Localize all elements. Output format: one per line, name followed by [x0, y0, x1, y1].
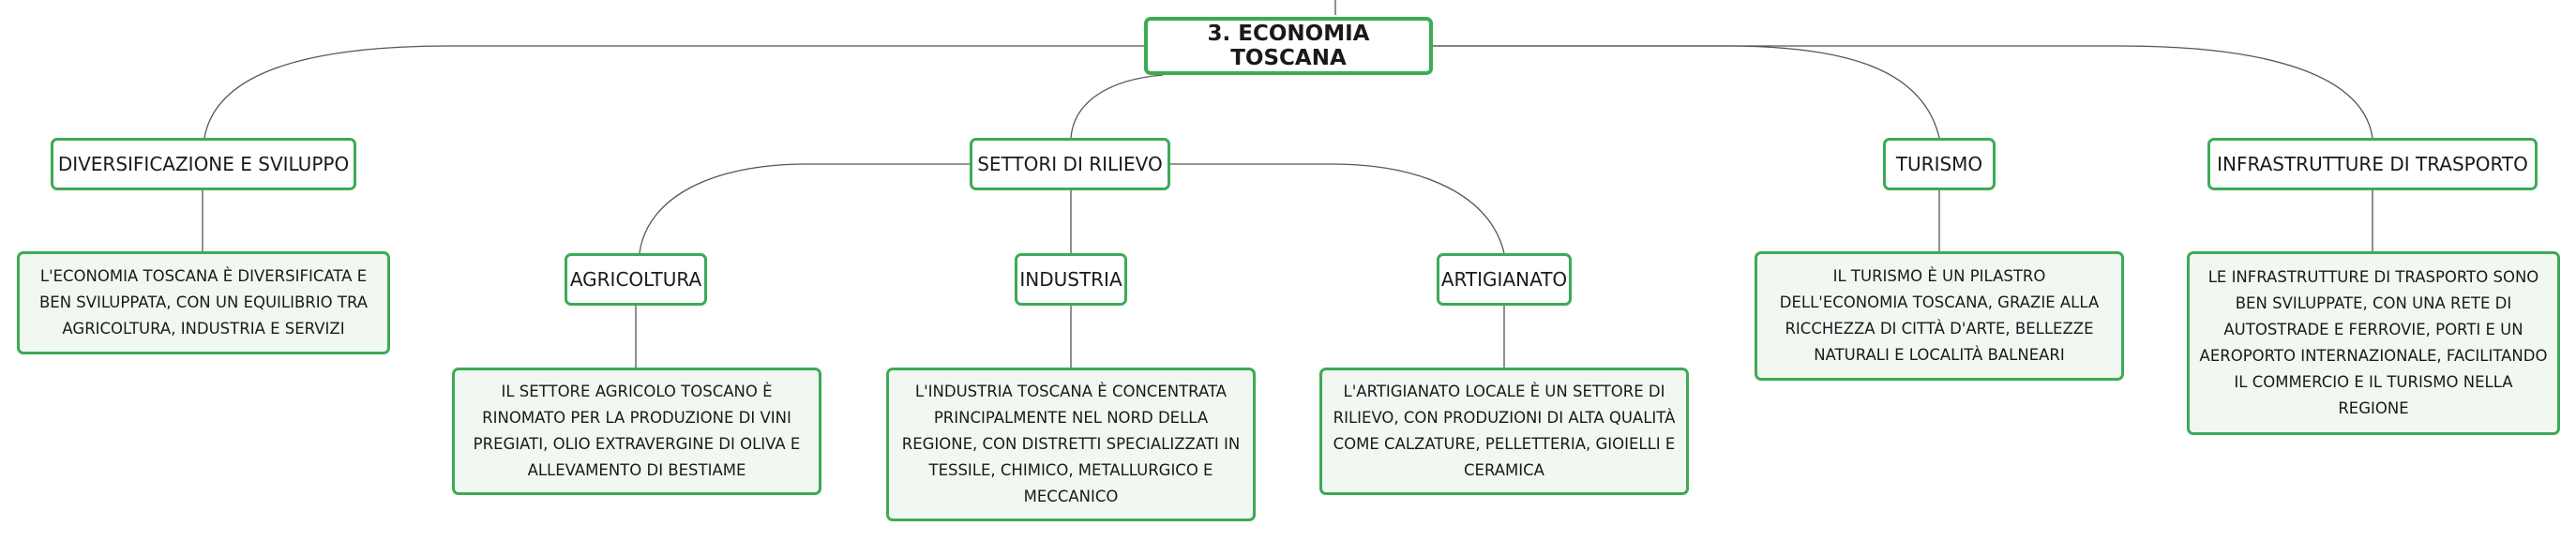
note-agricoltura[interactable]: IL SETTORE AGRICOLO TOSCANO È RINOMATO P…	[452, 368, 821, 495]
connector-line	[1170, 163, 1505, 254]
note-infrastrutture[interactable]: LE INFRASTRUTTURE DI TRASPORTO SONO BEN …	[2187, 251, 2560, 435]
connector-line	[1433, 45, 1940, 139]
topic-settori-di-rilievo[interactable]: SETTORI DI RILIEVO	[970, 138, 1170, 190]
topic-industria[interactable]: INDUSTRIA	[1015, 253, 1127, 306]
connector-line	[203, 45, 1146, 139]
topic-artigianato[interactable]: ARTIGIANATO	[1437, 253, 1572, 306]
note-turismo[interactable]: IL TURISMO È UN PILASTRO DELL'ECONOMIA T…	[1755, 251, 2124, 381]
note-industria[interactable]: L'INDUSTRIA TOSCANA È CONCENTRATA PRINCI…	[886, 368, 1256, 521]
connector-line	[1433, 45, 2373, 139]
topic-infrastrutture-di-trasporto[interactable]: INFRASTRUTTURE DI TRASPORTO	[2207, 138, 2538, 190]
root-node[interactable]: 3. ECONOMIA TOSCANA	[1144, 17, 1433, 75]
note-artigianato[interactable]: L'ARTIGIANATO LOCALE È UN SETTORE DI RIL…	[1319, 368, 1689, 495]
connector-line	[1070, 74, 1164, 139]
topic-diversificazione-e-sviluppo[interactable]: DIVERSIFICAZIONE E SVILUPPO	[51, 138, 356, 190]
connector-line	[639, 163, 970, 254]
note-diversificazione[interactable]: L'ECONOMIA TOSCANA È DIVERSIFICATA E BEN…	[17, 251, 390, 354]
topic-turismo[interactable]: TURISMO	[1883, 138, 1996, 190]
topic-agricoltura[interactable]: AGRICOLTURA	[565, 253, 707, 306]
